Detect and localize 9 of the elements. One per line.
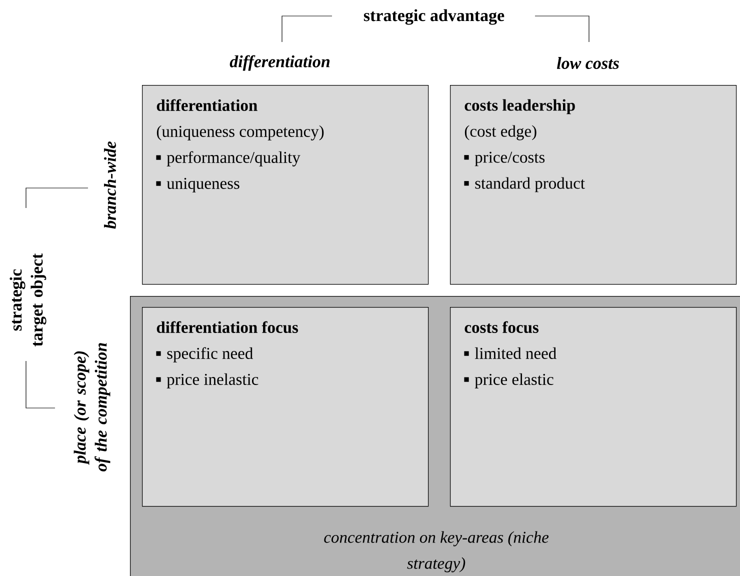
row-heading: place (or scope) of the competition <box>74 343 110 472</box>
axis-title: strategic advantage <box>364 9 504 25</box>
strategy-box: differentiation focus specific need price inelastic <box>142 307 429 507</box>
strategy-box: differentiation (uniqueness competency) performance/quality uniqueness <box>142 85 429 285</box>
axis-title: strategic target object <box>10 253 46 346</box>
column-heading: low costs <box>556 57 619 69</box>
strategy-box: costs focus limited need price elastic <box>450 307 737 507</box>
row-heading: branch-wide <box>104 141 116 229</box>
strategy-box: costs leadership (cost edge) price/costs standard product <box>450 85 737 285</box>
